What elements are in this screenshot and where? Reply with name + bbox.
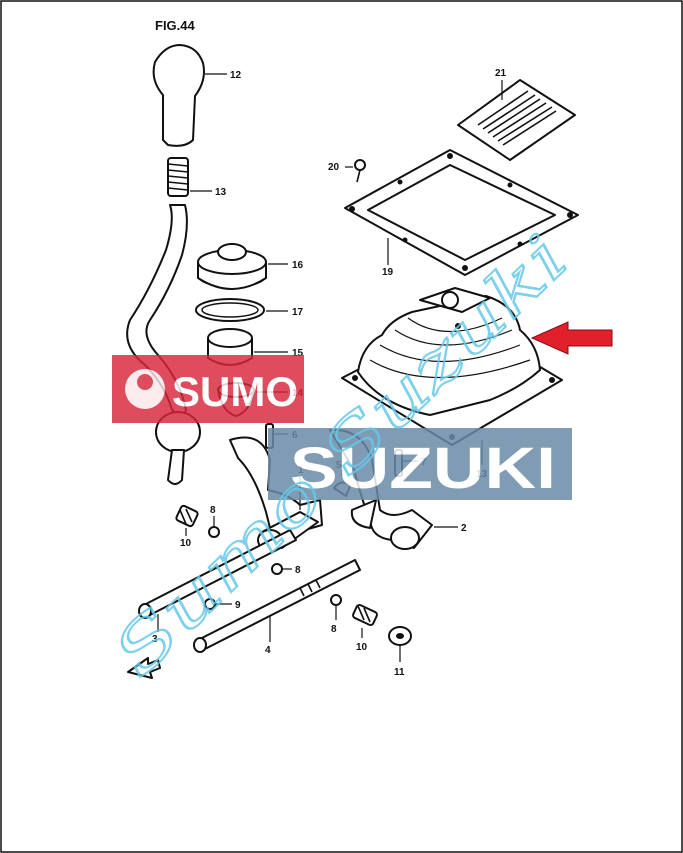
shift-lever (126, 204, 201, 485)
callout-8-right: 8 (331, 624, 337, 635)
screw-20 (345, 159, 366, 183)
suzuki-watermark-text: SUZUKI (290, 436, 556, 501)
bolt-11 (388, 626, 412, 662)
spring-10-left (175, 504, 199, 536)
callout-4: 4 (265, 645, 271, 656)
callout-3: 3 (152, 634, 158, 645)
callout-13-spring: 13 (215, 187, 227, 198)
spring-13 (167, 157, 212, 197)
callout-21: 21 (495, 68, 507, 79)
rubber-boot-13 (341, 287, 563, 465)
sumo-logo-watermark: SUMO (112, 355, 304, 423)
callout-19: 19 (382, 267, 394, 278)
shift-knob (152, 44, 227, 147)
callout-20: 20 (328, 162, 340, 173)
ball-8-upper (208, 516, 220, 538)
ring-17 (195, 298, 288, 322)
red-arrow (530, 321, 613, 355)
callout-8-upper: 8 (210, 505, 216, 516)
gasket-frame-19 (344, 149, 579, 276)
sumo-logo-text: SUMO (172, 368, 298, 415)
callout-10-right: 10 (356, 642, 368, 653)
callout-12: 12 (230, 70, 242, 81)
callout-11: 11 (394, 667, 405, 678)
front-direction-arrow (127, 657, 161, 679)
callout-15: 15 (292, 348, 304, 359)
label-plate-21 (457, 79, 576, 161)
ball-8-middle (271, 563, 292, 575)
spring-10-right (352, 603, 378, 638)
callout-16: 16 (292, 260, 304, 271)
callout-17: 17 (292, 307, 304, 318)
callout-8-middle: 8 (295, 565, 301, 576)
shaft-3 (138, 529, 297, 632)
shaft-4 (193, 559, 361, 653)
boot-cap-16 (197, 243, 288, 290)
figure-label: FIG.44 (155, 18, 196, 33)
callout-2: 2 (461, 523, 467, 534)
callout-10-left: 10 (180, 538, 192, 549)
interlock-9 (204, 598, 232, 610)
callout-9: 9 (235, 600, 241, 611)
suzuki-watermark: SUZUKI (268, 428, 572, 501)
ball-8-right (330, 594, 342, 620)
